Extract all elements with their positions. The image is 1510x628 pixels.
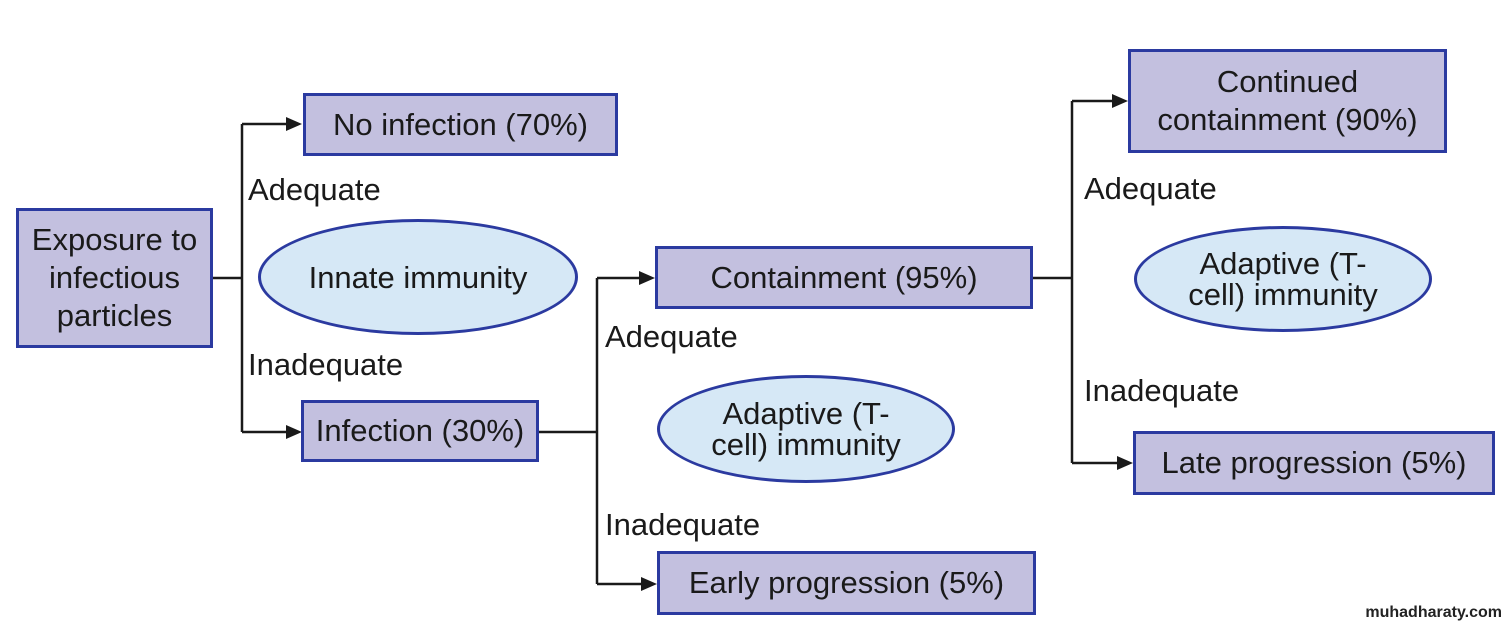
branch-label-innate-adequate: Adequate [248,172,381,207]
node-exposure: Exposure to infectious particles [16,208,213,348]
node-early-progression-label: Early progression (5%) [688,565,1005,601]
node-early-progression: Early progression (5%) [657,551,1036,615]
mechanism-adaptive-immunity-2: Adaptive (T-cell) immunity [1134,226,1432,332]
node-infection-label: Infection (30%) [315,413,525,449]
node-no-infection-label: No infection (70%) [332,106,588,142]
node-late-progression-label: Late progression (5%) [1161,445,1467,481]
arrowhead-infection [286,425,302,439]
branch-label-adaptive1-adequate: Adequate [605,319,738,354]
node-continued-containment: Continued containment (90%) [1128,49,1447,153]
node-containment: Containment (95%) [655,246,1033,309]
watermark: muhadharaty.com [1365,604,1502,621]
mechanism-innate-label: Innate immunity [308,259,528,295]
node-containment-label: Containment (95%) [710,259,978,295]
mechanism-adaptive-1-label: Adaptive (T-cell) immunity [711,396,901,462]
arrowhead-no-infection [286,117,302,131]
arrowhead-late-progression [1117,456,1133,470]
branch-label-adaptive2-adequate: Adequate [1084,171,1217,206]
node-exposure-label: Exposure to infectious particles [31,222,198,333]
arrowhead-continued-containment [1112,94,1128,108]
arrowhead-early-progression [641,577,657,591]
branch-label-adaptive2-inadequate: Inadequate [1084,373,1240,408]
mechanism-adaptive-2-label: Adaptive (T-cell) immunity [1188,246,1378,312]
branch-label-innate-inadequate: Inadequate [248,347,404,382]
mechanism-innate-immunity: Innate immunity [258,219,578,335]
arrowhead-containment [639,271,655,285]
node-infection: Infection (30%) [301,400,539,462]
branch-label-adaptive1-inadequate: Inadequate [605,507,761,542]
node-late-progression: Late progression (5%) [1133,431,1495,495]
mechanism-adaptive-immunity-1: Adaptive (T-cell) immunity [657,375,955,483]
node-continued-containment-label: Continued containment (90%) [1157,64,1418,137]
node-no-infection: No infection (70%) [303,93,618,156]
